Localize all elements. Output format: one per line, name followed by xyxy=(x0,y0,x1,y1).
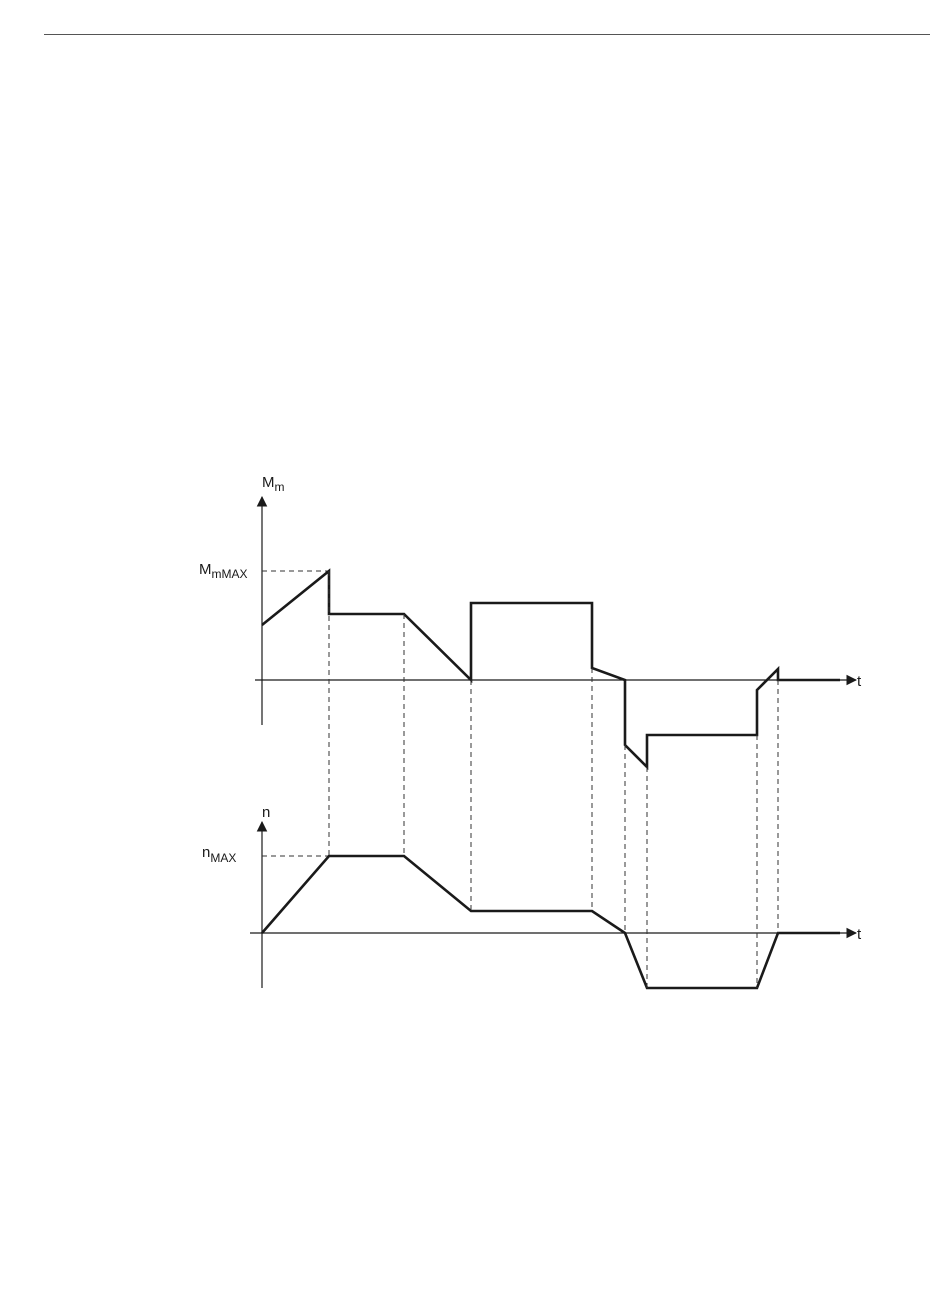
phase-guides xyxy=(329,571,778,988)
torque-time-label: t xyxy=(857,673,862,690)
speed-curve xyxy=(262,856,840,988)
speed-axis-label: n xyxy=(262,804,270,821)
speed-max-label: nMAX xyxy=(202,844,236,865)
torque-plot: Mm MmMAX t xyxy=(199,474,862,767)
torque-axis-label: Mm xyxy=(262,474,285,494)
speed-plot: n nMAX t xyxy=(202,804,862,988)
speed-time-label: t xyxy=(857,926,862,943)
torque-curve xyxy=(262,571,840,767)
torque-max-label: MmMAX xyxy=(199,561,248,581)
